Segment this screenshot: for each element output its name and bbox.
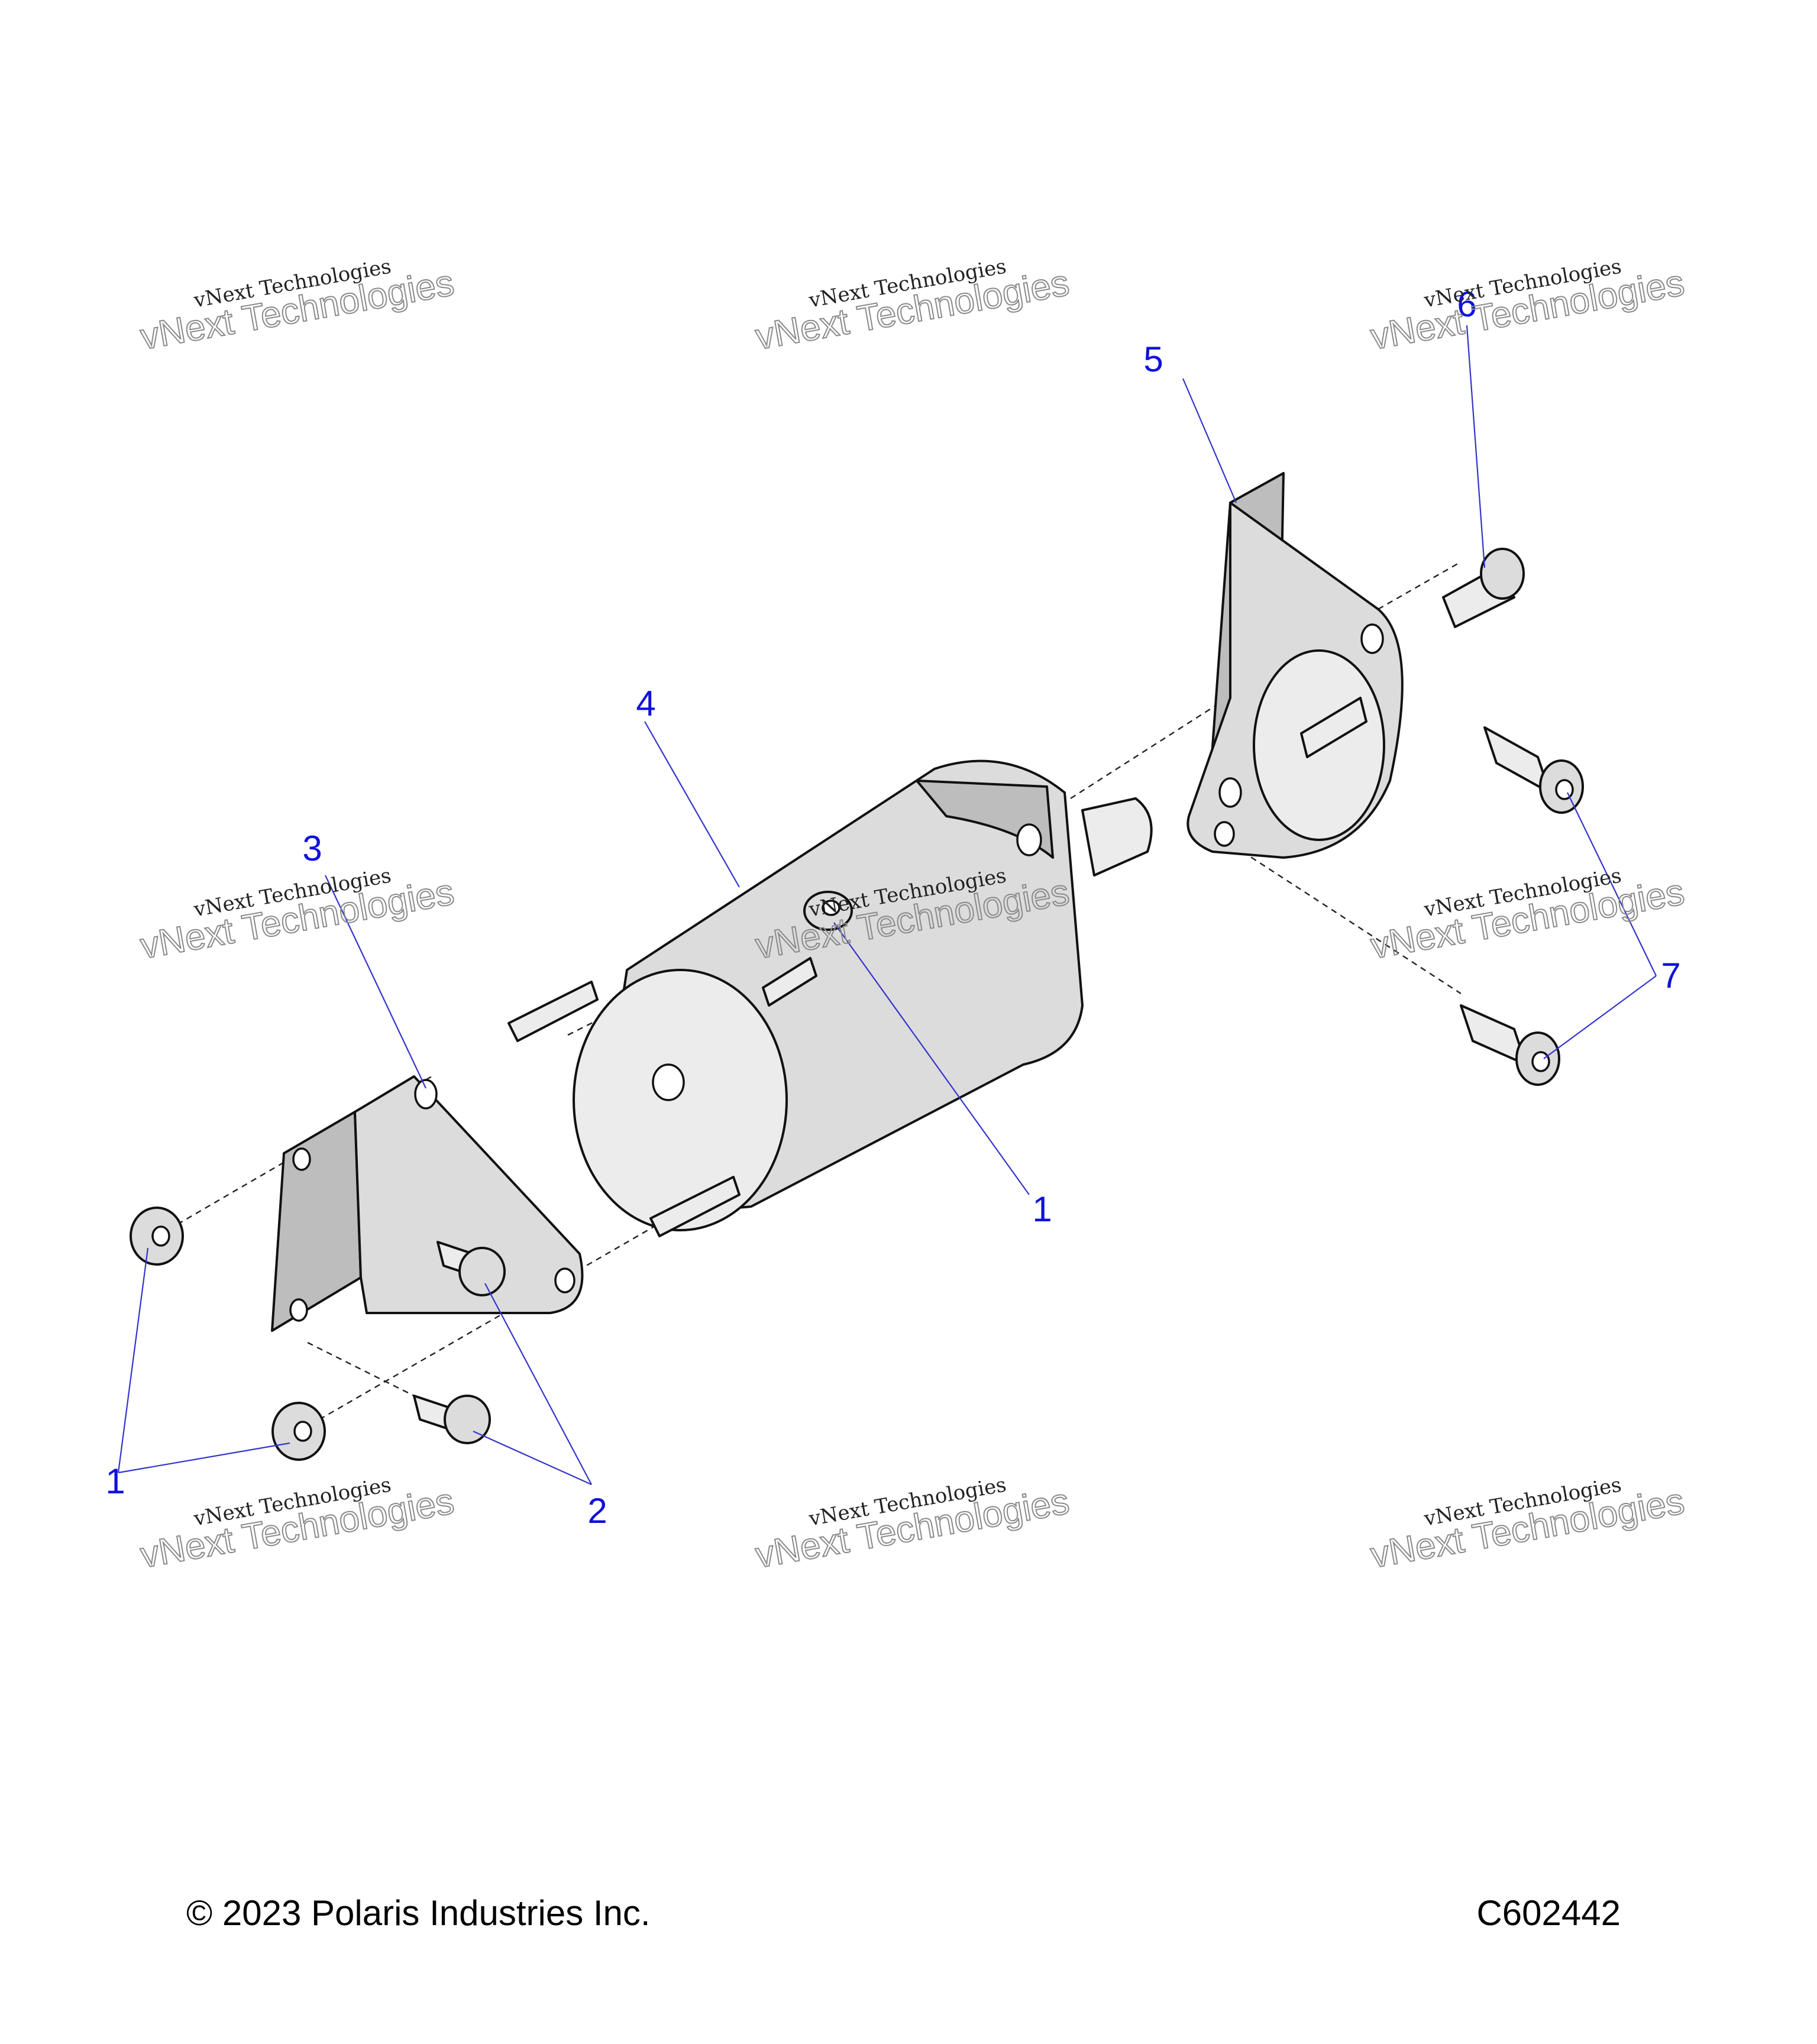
watermark: vNext Technologies vNext Technologies (752, 254, 1072, 358)
callout-4: 4 (636, 684, 655, 723)
left-bracket (271, 1075, 584, 1332)
watermark: vNext Technologies vNext Technologies (137, 863, 457, 967)
bushing-7-upper (1483, 726, 1584, 814)
callout-2: 2 (587, 1491, 607, 1531)
right-bracket (1186, 472, 1404, 859)
callout-1-center: 1 (1032, 1189, 1052, 1229)
nut-1-lower (271, 1402, 326, 1461)
copyright-text: © 2023 Polaris Industries Inc. (186, 1893, 651, 1933)
bolt-6 (1442, 548, 1525, 628)
bolt-2-upper (437, 1241, 506, 1296)
watermarks: vNext Technologies vNext Technologies vN… (137, 254, 1687, 1576)
callout-3: 3 (302, 829, 322, 868)
watermark: vNext Technologies vNext Technologies (137, 1473, 457, 1576)
watermark: vNext Technologies vNext Technologies (1367, 1473, 1687, 1576)
watermark: vNext Technologies vNext Technologies (137, 254, 457, 358)
nut-1-upper (130, 1207, 184, 1266)
watermark: vNext Technologies vNext Technologies (1367, 254, 1687, 358)
callout-7: 7 (1661, 956, 1680, 995)
callout-6: 6 (1457, 284, 1476, 324)
diagram-code: C602442 (1476, 1893, 1621, 1933)
starter-motor (507, 759, 1153, 1237)
bushing-7-lower (1460, 1004, 1560, 1086)
callout-1-left: 1 (105, 1461, 125, 1501)
watermark: vNext Technologies vNext Technologies (752, 1473, 1072, 1576)
leader-lines (117, 325, 1657, 1486)
bolt-2-lower (413, 1395, 491, 1444)
watermark: vNext Technologies vNext Technologies (1367, 863, 1687, 967)
callout-5: 5 (1143, 339, 1163, 379)
